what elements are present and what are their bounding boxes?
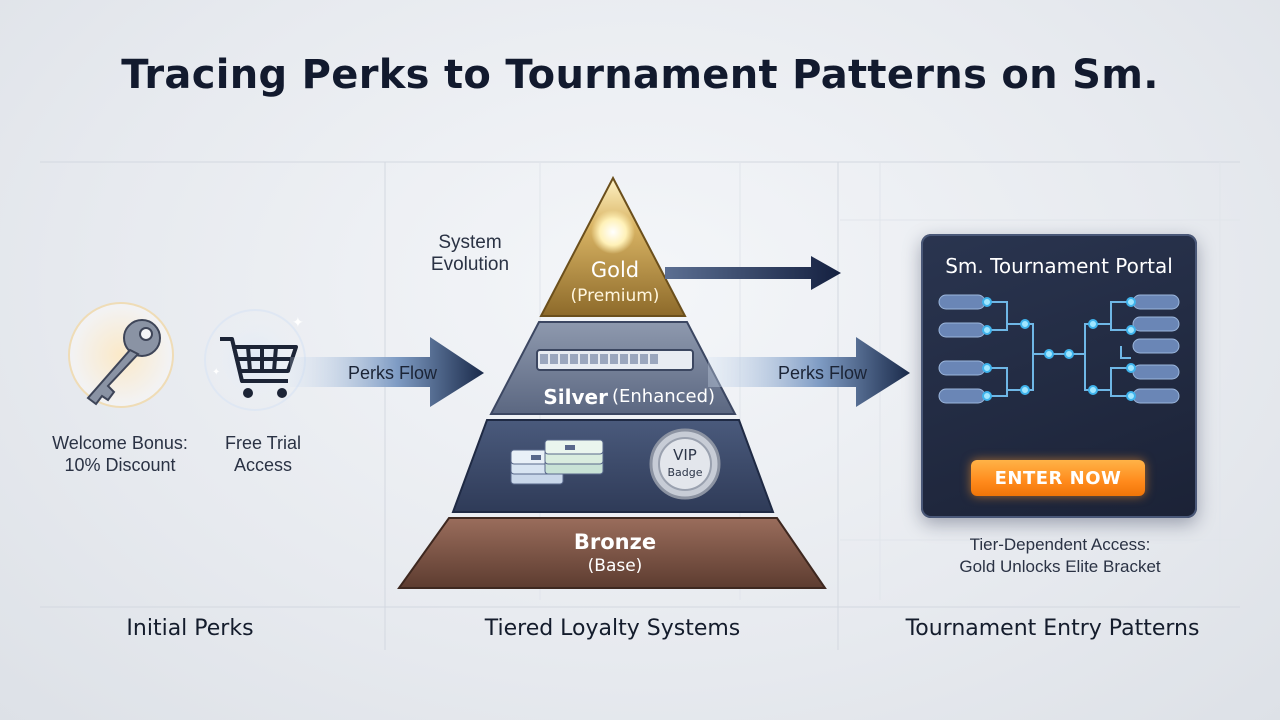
gold-to-portal-arrow bbox=[665, 256, 841, 290]
vip-badge-icon bbox=[649, 428, 721, 500]
silver-tier-name: Silver bbox=[543, 385, 608, 409]
perks-flow-arrow-left bbox=[290, 337, 484, 407]
portal-title: Sm. Tournament Portal bbox=[945, 254, 1173, 278]
stacked-cards-icon bbox=[510, 439, 604, 485]
column-label-initial: Initial Perks bbox=[126, 616, 254, 641]
progress-bar bbox=[536, 349, 694, 371]
key-icon bbox=[68, 302, 174, 408]
perks-flow-left-label: Perks Flow bbox=[348, 363, 438, 383]
vip-sub-label: Badge bbox=[667, 466, 703, 479]
bronze-tier bbox=[397, 517, 827, 589]
column-label-tournament: Tournament Entry Patterns bbox=[905, 616, 1200, 641]
bracket-icon bbox=[938, 294, 1180, 404]
system-evolution-label: System Evolution bbox=[430, 232, 510, 275]
enter-now-button[interactable]: ENTER NOW bbox=[971, 460, 1145, 496]
access-note: Tier-Dependent Access: Gold Unlocks Elit… bbox=[959, 535, 1161, 576]
vip-label: VIP bbox=[673, 446, 697, 464]
perks-flow-right-label: Perks Flow bbox=[778, 363, 868, 383]
page-title: Tracing Perks to Tournament Patterns on … bbox=[121, 52, 1159, 98]
welcome-bonus-label: Welcome Bonus: 10% Discount bbox=[52, 433, 188, 475]
silver-tier-sub: (Enhanced) bbox=[612, 386, 716, 407]
shopping-cart-icon: ✦ ✦ bbox=[204, 309, 306, 411]
perks-tier bbox=[451, 419, 775, 513]
bronze-tier-name: Bronze bbox=[573, 530, 657, 554]
tournament-portal-panel: Sm. Tournament Portal bbox=[921, 234, 1197, 518]
gold-tier-sub: (Premium) bbox=[570, 286, 660, 306]
bronze-tier-sub: (Base) bbox=[587, 556, 643, 576]
svg-text:✦: ✦ bbox=[212, 367, 220, 378]
gold-tier-name: Gold bbox=[590, 258, 640, 282]
svg-text:✦: ✦ bbox=[292, 315, 304, 331]
perks-flow-arrow-right bbox=[708, 337, 910, 407]
column-label-tiered: Tiered Loyalty Systems bbox=[484, 616, 741, 641]
free-trial-label: Free Trial Access bbox=[224, 433, 302, 475]
